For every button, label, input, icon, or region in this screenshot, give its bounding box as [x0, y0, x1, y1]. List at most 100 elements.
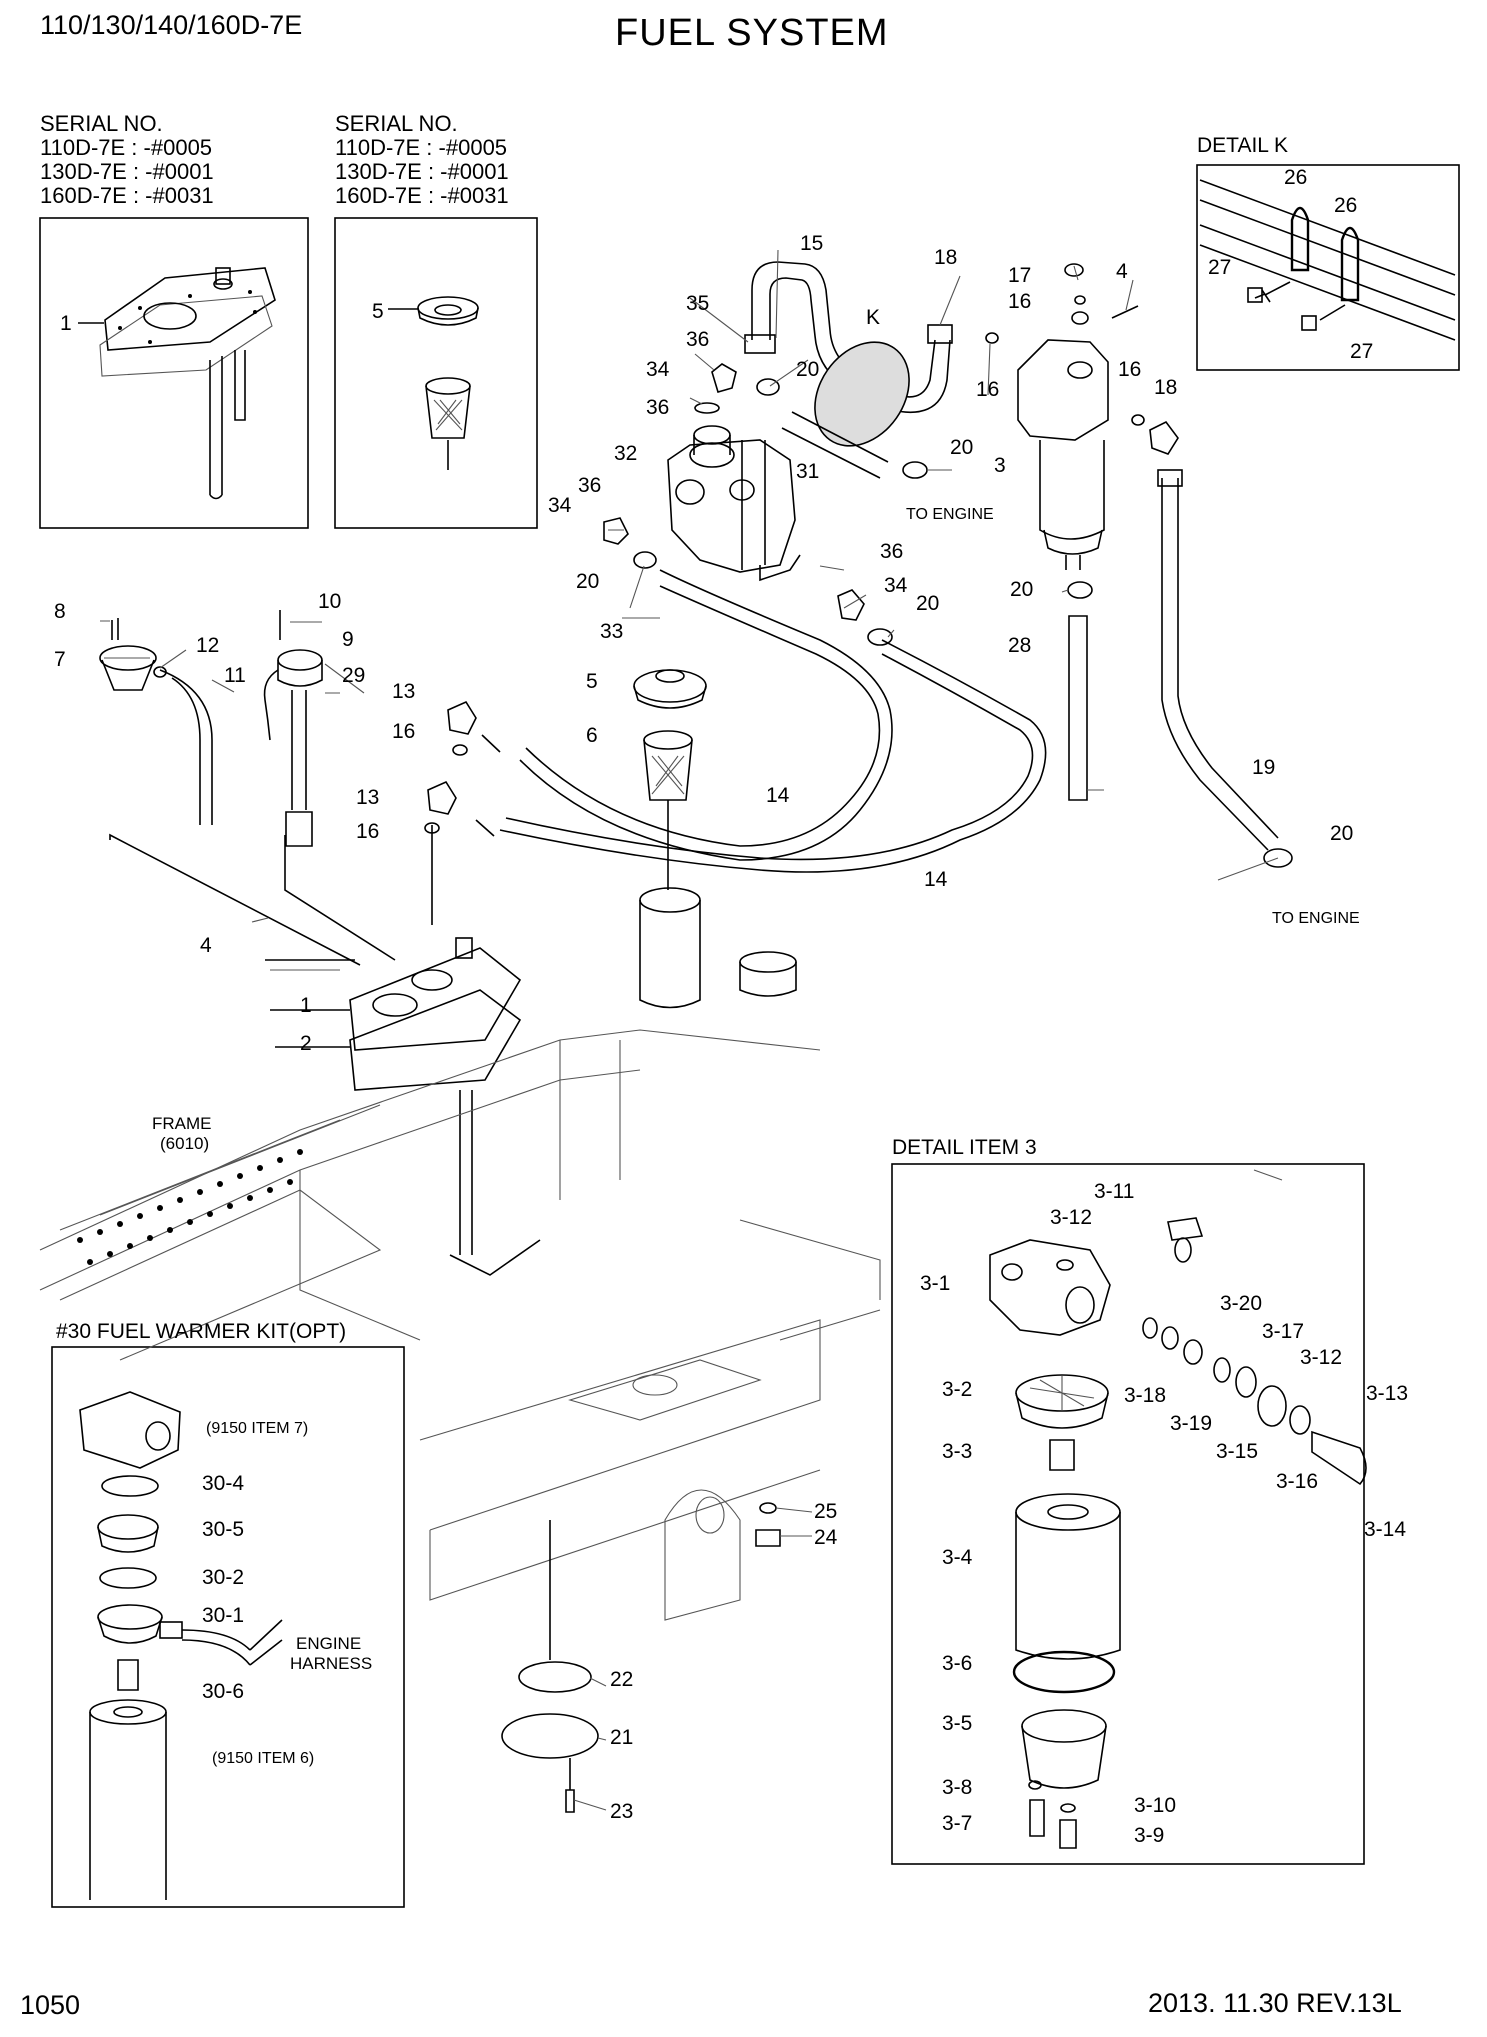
- serial-box-1-frame: [39, 217, 309, 529]
- engine-note: ENGINE: [296, 1634, 362, 1653]
- model-list: 110/130/140/160D-7E: [40, 10, 303, 40]
- tank-plate-drawing: [109, 825, 797, 1276]
- callout-18: 18: [934, 246, 958, 269]
- sender-9-drawing: [263, 610, 323, 847]
- clamp-20-d: [867, 628, 893, 646]
- tube-28-drawing: [1068, 615, 1088, 801]
- serial-line-1-3: 160D-7E : -#0031: [40, 183, 214, 208]
- detail-k-drawing: [1199, 179, 1456, 341]
- callout-36: 36: [646, 396, 670, 419]
- callout-33: 33: [600, 620, 624, 643]
- item6-note: (9150 ITEM 6): [212, 1750, 315, 1767]
- callout-36: 36: [686, 328, 710, 351]
- cover-21-22-drawing: [501, 1502, 781, 1813]
- callout-3-10: 3-10: [1134, 1794, 1177, 1817]
- leader-lines: [100, 249, 1283, 1811]
- to-engine-note-2: TO ENGINE: [1272, 910, 1360, 927]
- callout-30-1: 30-1: [202, 1604, 245, 1627]
- callout-14: 14: [924, 868, 948, 891]
- callout-15: 15: [800, 232, 824, 255]
- serial-box-2-frame: [334, 217, 538, 529]
- pipe-15-outline: [769, 277, 951, 413]
- callout-1: 1: [300, 994, 312, 1017]
- callout-2: 2: [300, 1032, 312, 1055]
- sender-plate-drawing: [78, 267, 276, 500]
- serial-line-1-2: 130D-7E : -#0001: [40, 159, 214, 184]
- cap-5-strainer-6-drawing: [633, 669, 707, 890]
- callout-16: 16: [1008, 290, 1032, 313]
- callout-16: 16: [356, 820, 380, 843]
- callout-3-1: 3-1: [920, 1272, 951, 1295]
- fuel-pump-body-drawing: [667, 402, 801, 582]
- callout-3-11: 3-11: [1094, 1180, 1135, 1203]
- callout-20: 20: [1330, 822, 1354, 845]
- callout-30-6: 30-6: [202, 1680, 245, 1703]
- serial-heading-1: SERIAL NO.: [40, 111, 163, 136]
- serial-line-2-2: 130D-7E : -#0001: [335, 159, 509, 184]
- callout-32: 32: [614, 442, 638, 465]
- callout-36: 36: [578, 474, 602, 497]
- callout-14: 14: [766, 784, 790, 807]
- frame-holes: [77, 1149, 303, 1265]
- callout-4: 4: [1116, 260, 1128, 283]
- callout-34: 34: [548, 494, 572, 517]
- page-number: 1050: [20, 1990, 81, 2020]
- serial-line-2-3: 160D-7E : -#0031: [335, 183, 509, 208]
- elbow-13-a: [447, 700, 477, 735]
- revision-date: 2013. 11.30 REV.13L: [1148, 1988, 1402, 2018]
- callout-3-15: 3-15: [1216, 1440, 1259, 1463]
- callout-16: 16: [1118, 358, 1142, 381]
- callout-1: 1: [60, 312, 72, 335]
- callout-25: 25: [814, 1500, 838, 1523]
- callout-30-2: 30-2: [202, 1566, 245, 1589]
- callout-22: 22: [610, 1668, 634, 1691]
- callout-20: 20: [576, 570, 600, 593]
- callout-21: 21: [610, 1726, 634, 1749]
- clamp-20-a: [756, 378, 780, 396]
- callout-34: 34: [884, 574, 908, 597]
- callout-31: 31: [796, 460, 820, 483]
- serial-line-1-1: 110D-7E : -#0005: [40, 135, 213, 160]
- callout-7: 7: [54, 648, 66, 671]
- elbow-34-drawings: [603, 363, 865, 621]
- callout-24: 24: [814, 1526, 838, 1549]
- callout-11: 11: [224, 664, 246, 687]
- breather-7-drawing: [99, 618, 213, 825]
- detail-item3-heading: DETAIL ITEM 3: [892, 1136, 1037, 1159]
- callout-3-13: 3-13: [1366, 1382, 1409, 1405]
- callout-3-9: 3-9: [1134, 1824, 1165, 1847]
- callout-8: 8: [54, 600, 66, 623]
- callout-3-12: 3-12: [1050, 1206, 1093, 1229]
- callout-10: 10: [318, 590, 342, 613]
- fuel-warmer-drawing: [79, 1391, 283, 1900]
- callout-18: 18: [1154, 376, 1178, 399]
- callout-27: 27: [1350, 340, 1374, 363]
- callout-3-5: 3-5: [942, 1712, 973, 1735]
- callout-3-7: 3-7: [942, 1812, 973, 1835]
- callout-20: 20: [796, 358, 820, 381]
- callout-17: 17: [1008, 264, 1032, 287]
- clamp-20-b: [902, 461, 928, 479]
- callout-23: 23: [610, 1800, 634, 1823]
- fuel-warmer-heading: #30 FUEL WARMER KIT(OPT): [56, 1320, 347, 1343]
- callout-19: 19: [1252, 756, 1276, 779]
- callout-30-5: 30-5: [202, 1518, 245, 1541]
- detail-k-frame: [1196, 164, 1460, 371]
- serial-heading-2: SERIAL NO.: [335, 111, 458, 136]
- callout-3-19: 3-19: [1170, 1412, 1213, 1435]
- detail-k-mark: [814, 341, 910, 447]
- harness-note: HARNESS: [290, 1654, 373, 1673]
- callout-13: 13: [356, 786, 380, 809]
- callout-4: 4: [200, 934, 212, 957]
- elbow-13-b: [427, 780, 457, 815]
- callout-3-14: 3-14: [1364, 1518, 1407, 1541]
- detail-k-heading: DETAIL K: [1197, 134, 1289, 157]
- callout-27: 27: [1208, 256, 1232, 279]
- callout-20: 20: [950, 436, 974, 459]
- callout-16: 16: [392, 720, 416, 743]
- callout-5: 5: [586, 670, 598, 693]
- k-marker: K: [866, 306, 881, 329]
- elbow-18-top-drawing: [927, 324, 953, 344]
- callout-13: 13: [392, 680, 416, 703]
